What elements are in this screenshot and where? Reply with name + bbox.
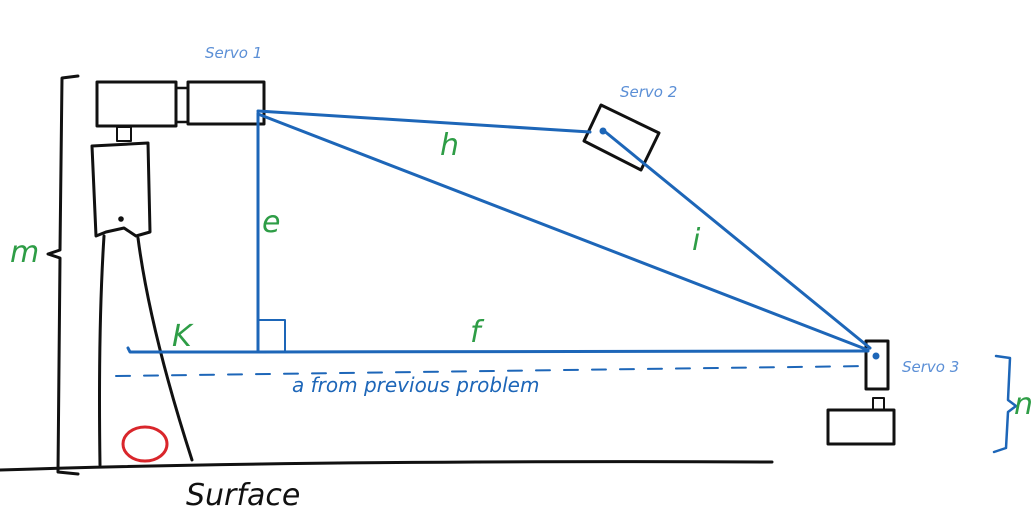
a-note-label: a from previous problem <box>292 373 539 397</box>
h-label: h <box>440 128 459 163</box>
n-label: n <box>1014 387 1033 422</box>
servo2-label: Servo 2 <box>620 83 677 101</box>
tower-leg-left <box>98 234 106 467</box>
line-i <box>601 128 872 350</box>
line-h <box>256 109 592 134</box>
mount-pivot <box>118 216 124 222</box>
i-label: i <box>692 223 701 258</box>
line-f <box>256 349 870 354</box>
m-bracket <box>46 74 80 476</box>
servo3-pivot <box>872 352 880 360</box>
right-angle-mark <box>257 319 286 353</box>
dashed-a-line <box>115 365 869 377</box>
geometry-lines <box>115 109 1018 454</box>
servo1-body-left <box>95 80 178 128</box>
servo3-label: Servo 3 <box>902 358 959 376</box>
servo1-body-right <box>186 80 266 126</box>
e-label: e <box>262 205 280 240</box>
servo1-coupler <box>174 86 190 124</box>
vertical-mount <box>90 141 152 238</box>
servo1-label: Servo 1 <box>205 44 262 62</box>
f-label: f <box>470 315 485 350</box>
m-label: m <box>10 235 39 270</box>
servo3-base <box>826 408 896 446</box>
target-circle <box>121 425 169 463</box>
surface-label: Surface <box>186 478 300 513</box>
servo3-shaft <box>872 397 885 411</box>
robot-arm-hardware <box>0 74 896 476</box>
servo3-body <box>864 339 890 391</box>
k-label: K <box>172 319 194 354</box>
surface-line <box>0 460 774 472</box>
tower-leg-right <box>136 236 194 462</box>
line-k <box>126 346 260 354</box>
servo2-body <box>582 103 661 172</box>
servo2-pivot <box>599 127 607 135</box>
n-bracket <box>992 354 1018 454</box>
line-diagonal <box>256 112 870 352</box>
servo1-shaft <box>116 126 132 142</box>
